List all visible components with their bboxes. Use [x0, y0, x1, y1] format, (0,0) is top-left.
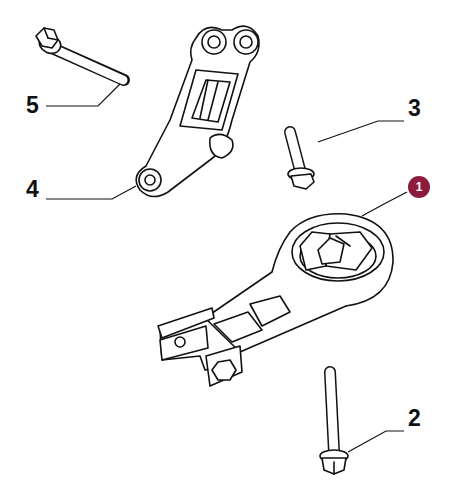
callout-badge: 1 [408, 176, 430, 198]
callout-number: 5 [26, 94, 39, 117]
leader-lines [46, 84, 407, 452]
callout-number: 1 [416, 181, 423, 193]
bolt-3 [288, 132, 314, 189]
callout-number: 2 [408, 407, 421, 430]
callout-number: 4 [26, 178, 39, 201]
bolt-2 [320, 372, 348, 474]
bolt-5 [36, 28, 124, 80]
bracket-4 [136, 26, 259, 196]
engine-mount-1 [158, 214, 393, 386]
callout-number: 3 [408, 97, 421, 120]
